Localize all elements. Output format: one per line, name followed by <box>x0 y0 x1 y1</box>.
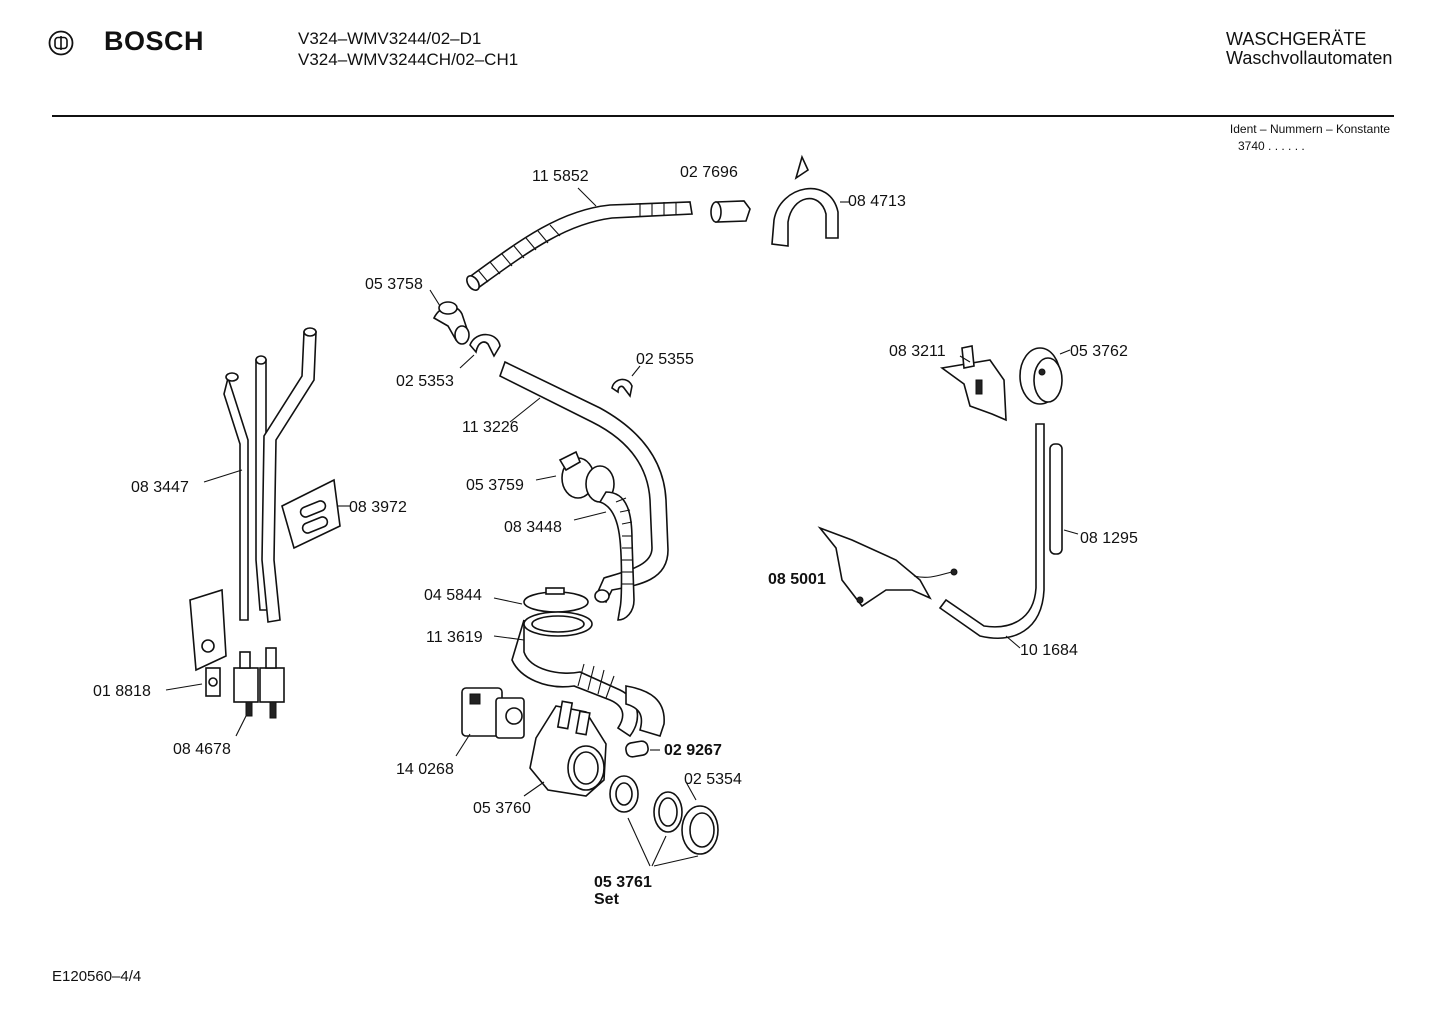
label-025354: 02 5354 <box>684 771 742 788</box>
model-line-1: V324–WMV3244/02–D1 <box>298 29 482 48</box>
label-140268: 14 0268 <box>396 761 454 778</box>
part-hose-clamp[interactable] <box>611 378 633 398</box>
ident-label: Ident – Nummern – Konstante <box>1229 122 1390 136</box>
part-inlet-valve[interactable] <box>233 647 285 719</box>
label-053762: 05 3762 <box>1070 343 1128 360</box>
part-corrugated-hose[interactable] <box>598 491 635 621</box>
part-pump-housing[interactable] <box>529 700 607 797</box>
part-tube[interactable] <box>1049 443 1063 555</box>
label-025353: 02 5353 <box>396 373 454 390</box>
part-drain-pump[interactable] <box>461 687 525 739</box>
label-029267: 02 9267 <box>664 742 722 759</box>
part-clamp-ring[interactable] <box>523 587 589 613</box>
label-084713: 08 4713 <box>848 193 906 210</box>
part-drain-hose[interactable] <box>464 201 693 292</box>
label-113619: 11 3619 <box>426 629 483 646</box>
part-inlet-tubes[interactable] <box>223 327 317 623</box>
part-hose-clamp-small[interactable] <box>469 333 501 358</box>
set-leader-lines <box>627 817 699 867</box>
part-air-trap[interactable] <box>558 450 615 503</box>
part-filter-set[interactable] <box>609 775 719 855</box>
part-pressure-switch[interactable] <box>1019 347 1063 405</box>
ident-value: 3740 . . . . . . <box>1238 139 1305 153</box>
label-083447: 08 3447 <box>131 479 189 496</box>
label-045844: 04 5844 <box>424 587 482 604</box>
part-gasket-plate[interactable] <box>189 588 227 697</box>
category-line-2: Waschvollautomaten <box>1226 48 1393 68</box>
model-line-2: V324–WMV3244CH/02–CH1 <box>298 50 519 69</box>
label-085001: 08 5001 <box>768 571 826 588</box>
label-053760: 05 3760 <box>473 800 531 817</box>
label-081295: 08 1295 <box>1080 530 1138 547</box>
part-sump-hose[interactable] <box>511 611 665 738</box>
part-switch-bracket[interactable] <box>939 345 1007 422</box>
part-hose-sleeve[interactable] <box>710 200 751 223</box>
label-027696: 02 7696 <box>680 164 738 181</box>
part-pressure-hose[interactable] <box>938 423 1045 639</box>
label-053761: 05 3761 <box>594 874 652 891</box>
bosch-armature-icon <box>48 30 74 56</box>
label-084678: 08 4678 <box>173 741 231 758</box>
label-083448: 08 3448 <box>504 519 562 536</box>
label-053761-set: Set <box>594 891 620 908</box>
category-line-1: WASCHGERÄTE <box>1226 29 1367 49</box>
document-code: E120560–4/4 <box>52 968 142 985</box>
part-holder-bracket[interactable] <box>281 478 341 550</box>
label-025355: 02 5355 <box>636 351 694 368</box>
label-115852: 11 5852 <box>532 168 589 185</box>
label-083972: 08 3972 <box>349 499 407 516</box>
part-small-sleeve[interactable] <box>625 740 649 758</box>
label-053758: 05 3758 <box>365 276 423 293</box>
label-053759: 05 3759 <box>466 477 524 494</box>
label-018818: 01 8818 <box>93 683 151 700</box>
label-083211: 08 3211 <box>889 343 946 360</box>
part-sensor-bracket[interactable] <box>817 526 958 608</box>
label-101684: 10 1684 <box>1020 642 1078 659</box>
part-hose-bent[interactable] <box>499 360 669 604</box>
brand-name: BOSCH <box>104 26 205 56</box>
part-hose-bend[interactable] <box>771 154 839 247</box>
part-elbow-connector[interactable] <box>432 301 470 345</box>
header-divider <box>52 115 1394 117</box>
label-113226: 11 3226 <box>462 419 519 436</box>
